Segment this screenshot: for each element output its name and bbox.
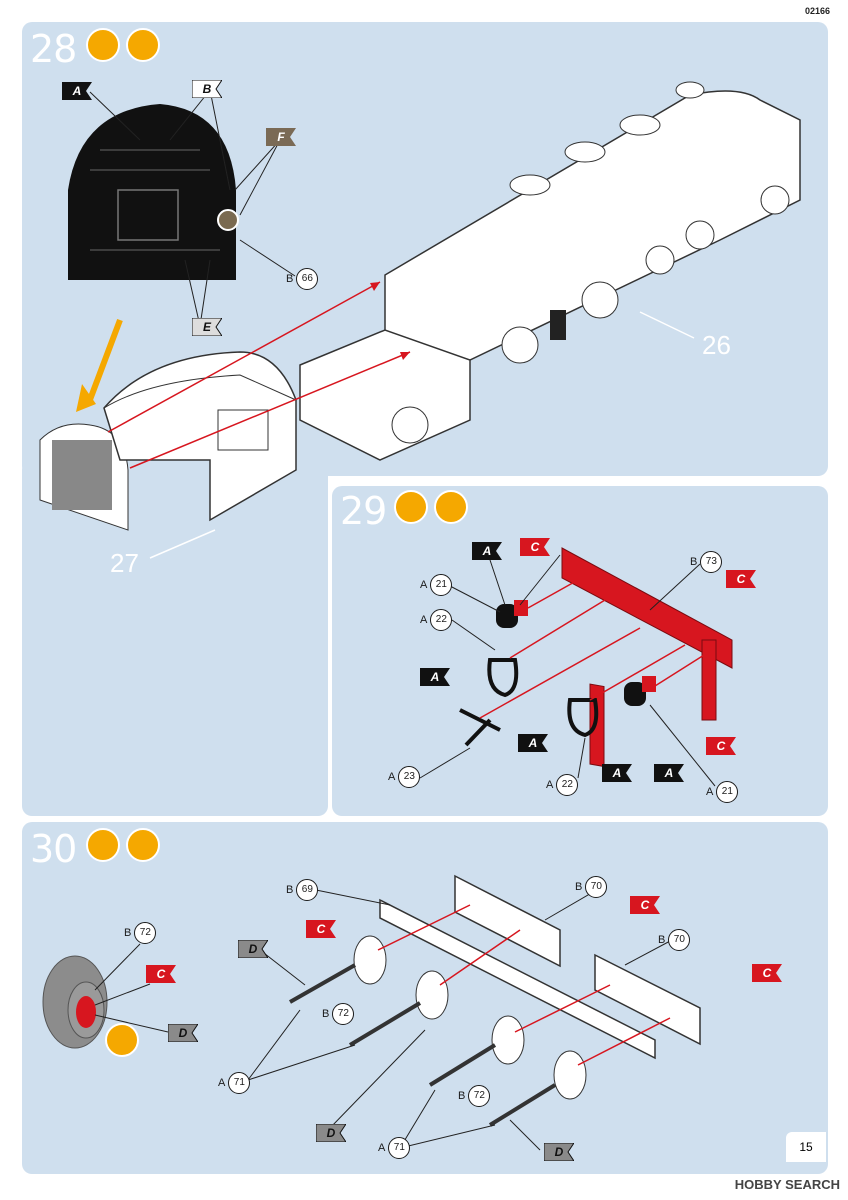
- flag-c: C: [706, 737, 736, 755]
- part-26-label: 26: [702, 330, 731, 360]
- flag-a: A: [654, 764, 684, 782]
- flag-a: A: [420, 668, 450, 686]
- flag-a: A: [602, 764, 632, 782]
- flag-d: D: [316, 1124, 346, 1142]
- step-30-panel: [22, 822, 828, 1174]
- glue-icon: [86, 828, 120, 862]
- step-28-number: 28: [30, 27, 77, 71]
- flag-a: A: [518, 734, 548, 752]
- glue-icon: [394, 490, 428, 524]
- paint-brush-icon: [434, 490, 468, 524]
- flag-c: C: [630, 896, 660, 914]
- flag-a: A: [472, 542, 502, 560]
- flag-d: D: [238, 940, 268, 958]
- page-number: 15: [786, 1132, 826, 1162]
- flag-c: C: [752, 964, 782, 982]
- flag-e: E: [192, 318, 222, 336]
- flag-b: B: [192, 80, 222, 98]
- flag-c: C: [726, 570, 756, 588]
- paint-brush-icon: [126, 828, 160, 862]
- step-28-panel-lower: [22, 460, 328, 816]
- product-code: 02166: [804, 6, 830, 16]
- glue-icon: [86, 28, 120, 62]
- step-28-panel: [22, 22, 828, 476]
- part-27-label: 27: [110, 548, 139, 578]
- flag-c: C: [146, 965, 176, 983]
- step-30-number: 30: [30, 827, 77, 871]
- watermark: HOBBY SEARCH: [734, 1177, 840, 1192]
- flag-f: F: [266, 128, 296, 146]
- flag-d: D: [544, 1143, 574, 1161]
- flag-c: C: [520, 538, 550, 556]
- flag-c: C: [306, 920, 336, 938]
- flag-d: D: [168, 1024, 198, 1042]
- flag-a: A: [62, 82, 92, 100]
- step-29-number: 29: [340, 489, 387, 533]
- paint-brush-icon: [126, 28, 160, 62]
